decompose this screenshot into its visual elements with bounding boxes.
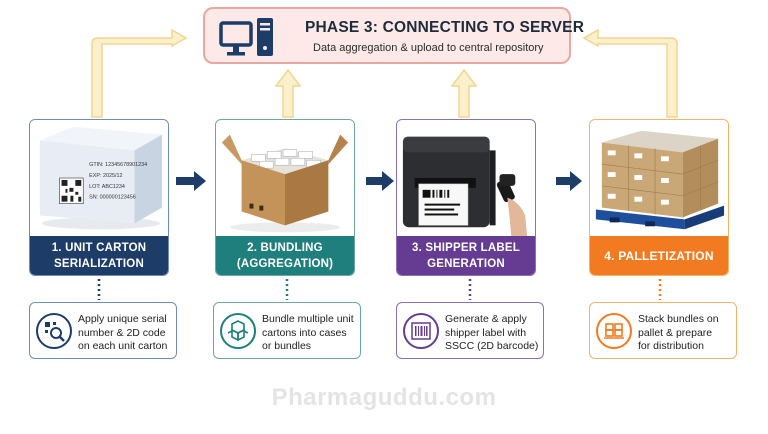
- server-phase-box: PHASE 3: CONNECTING TO SERVER Data aggre…: [203, 7, 584, 64]
- upload-arrow-right: [582, 28, 678, 118]
- step-description-4: Stack bundles on pallet & prepare for di…: [589, 302, 737, 359]
- step-label-2: 2. BUNDLING (AGGREGATION): [216, 236, 354, 275]
- flow-arrow-3: [556, 171, 582, 191]
- carton-sn: SN: 000000123456: [89, 195, 136, 201]
- unit-carton-image: GTIN: 12345678901234 EXP: 2025/12 LOT: A…: [30, 120, 168, 237]
- boxes-icon: [220, 313, 256, 349]
- upload-arrow-shipper: [450, 68, 478, 118]
- step-description-text-2: Bundle multiple unit cartons into cases …: [262, 313, 354, 352]
- upload-arrow-bundling: [274, 68, 302, 118]
- bundling-box-image: [216, 120, 354, 237]
- server-title: PHASE 3: CONNECTING TO SERVER: [305, 19, 585, 36]
- carton-gtin: GTIN: 12345678901234: [89, 162, 147, 168]
- step-description-text-1: Apply unique serial number & 2D code on …: [78, 313, 168, 352]
- label-printer-image: [397, 120, 535, 237]
- step-card-shipper-label: 3. SHIPPER LABEL GENERATION: [396, 119, 536, 276]
- flow-arrow-1: [176, 171, 206, 191]
- step-label-3: 3. SHIPPER LABEL GENERATION: [397, 236, 535, 275]
- step-label-4: 4. PALLETIZATION: [590, 236, 728, 275]
- step-description-1: Apply unique serial number & 2D code on …: [29, 302, 177, 359]
- computer-server-icon: [219, 18, 273, 56]
- step-label-1: 1. UNIT CARTON SERIALIZATION: [30, 236, 168, 275]
- pallet-icon: [596, 313, 632, 349]
- barcode-icon: [403, 313, 439, 349]
- step-card-unit-carton: GTIN: 12345678901234 EXP: 2025/12 LOT: A…: [29, 119, 169, 276]
- carton-exp: EXP: 2025/12: [89, 173, 122, 179]
- step-card-palletization: 4. PALLETIZATION: [589, 119, 729, 276]
- qr-search-icon: [36, 313, 72, 349]
- carton-lot: LOT: ABC1234: [89, 184, 125, 190]
- flow-arrow-2: [366, 171, 394, 191]
- upload-arrow-left: [91, 28, 188, 118]
- pallet-image: [590, 120, 728, 237]
- server-subtitle: Data aggregation & upload to central rep…: [313, 42, 544, 54]
- step-description-2: Bundle multiple unit cartons into cases …: [213, 302, 361, 359]
- step-description-text-4: Stack bundles on pallet & prepare for di…: [638, 313, 719, 352]
- step-description-text-3: Generate & apply shipper label with SSCC…: [445, 313, 539, 352]
- step-card-bundling: 2. BUNDLING (AGGREGATION): [215, 119, 355, 276]
- watermark: Pharmaguddu.com: [271, 384, 497, 411]
- step-description-3: Generate & apply shipper label with SSCC…: [396, 302, 544, 359]
